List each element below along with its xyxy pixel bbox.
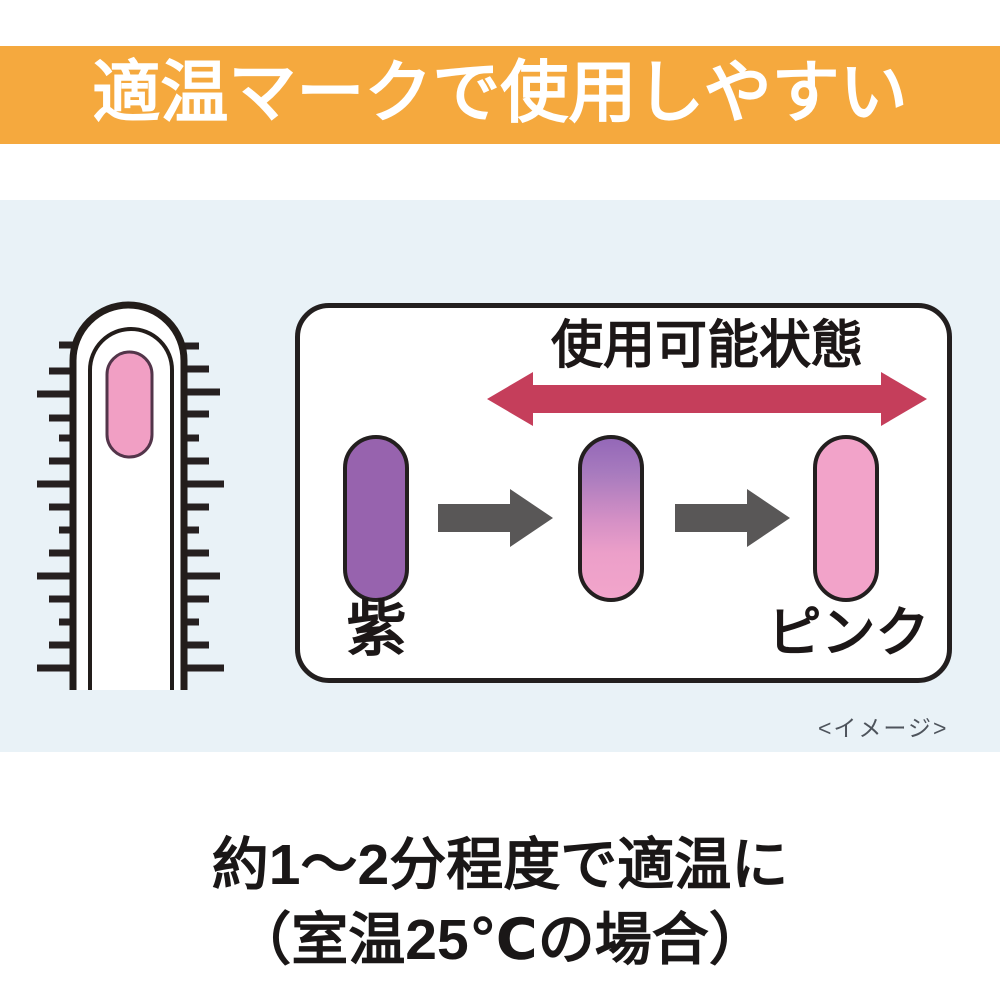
headline-banner: 適温マークで使用しやすい	[0, 46, 1000, 144]
brush-illustration-icon	[37, 301, 224, 690]
footer-note: 約1〜2分程度で適温に （室温25℃の場合）	[0, 828, 1000, 978]
headline-title: 適温マークで使用しやすい	[92, 55, 908, 131]
label-pink: ピンク	[767, 603, 930, 663]
image-caption: <イメージ>	[818, 715, 949, 741]
step-arrow-icon	[438, 489, 553, 547]
panel-title: 使用可能状態	[550, 317, 863, 375]
brush-inner-line-icon	[88, 327, 174, 690]
temp-mark-icon	[105, 350, 154, 459]
footer-line1: 約1〜2分程度で適温に	[211, 833, 789, 897]
brush-right-bristles-icon	[184, 342, 224, 672]
brush-outline-icon	[69, 301, 188, 690]
state-diagram-panel: 使用可能状態 紫 ピンク	[295, 303, 952, 683]
brush-left-bristles-icon	[37, 341, 73, 672]
illustration-section: 使用可能状態 紫 ピンク <イメージ>	[0, 200, 1000, 752]
capsule-pink	[813, 435, 879, 602]
capsule-purple	[343, 435, 409, 602]
footer-line2: （室温25℃の場合）	[234, 908, 766, 972]
label-purple: 紫	[346, 596, 407, 663]
usable-range-arrow-icon	[487, 372, 927, 426]
step-arrow-icon	[675, 489, 790, 547]
capsule-gradient	[578, 435, 644, 602]
